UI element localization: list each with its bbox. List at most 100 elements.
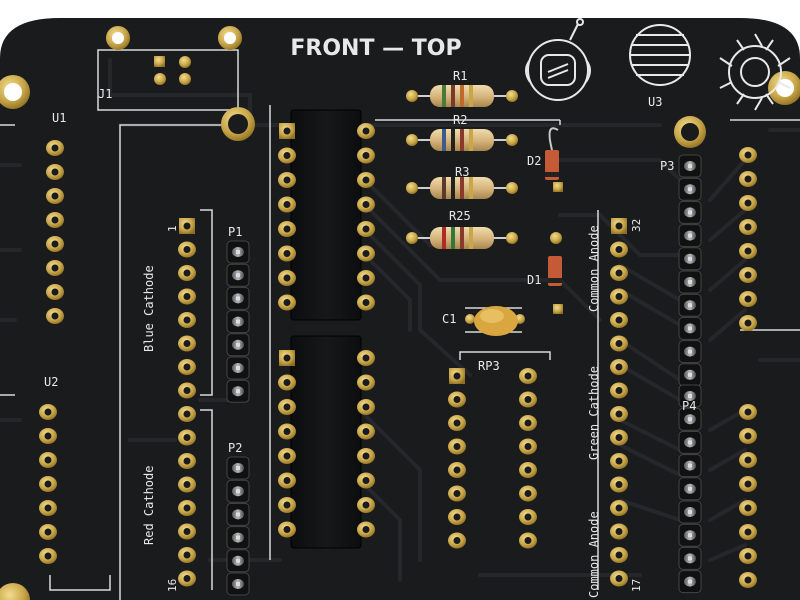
header-pin: [226, 333, 250, 357]
edge-pad: [739, 500, 757, 516]
astronaut-robot-icon: [525, 18, 591, 101]
led-pad: [178, 500, 196, 516]
rp3-pad: [519, 438, 537, 455]
led-pad: [179, 218, 195, 234]
label-u1: U1: [52, 111, 66, 125]
u3-pad: [739, 267, 757, 283]
label-d1: D1: [527, 273, 541, 287]
label-rp3: RP3: [478, 359, 500, 373]
header-pin: [678, 500, 702, 524]
header-pin: [226, 286, 250, 310]
edge-pad: [739, 476, 757, 492]
header-pin: [678, 293, 702, 317]
u2-pad: [39, 500, 57, 516]
led-pad: [611, 218, 627, 234]
ic-pin: [278, 147, 296, 164]
label-u2: U2: [44, 375, 58, 389]
pcb-substrate: [0, 18, 800, 600]
u3-pad: [739, 195, 757, 211]
led-pad: [178, 570, 196, 587]
led-pad: [610, 335, 628, 352]
ic-pin: [279, 123, 295, 139]
header-pin: [678, 154, 702, 178]
label-pin-17: 17: [630, 579, 643, 592]
header-pin: [678, 316, 702, 340]
capacitor-c1: [465, 306, 525, 336]
planet-icon: [629, 24, 691, 86]
through-hole-pads: [39, 140, 757, 588]
pin-headers: [226, 154, 702, 596]
label-u3: U3: [648, 95, 662, 109]
resistor: [406, 177, 518, 199]
mounting-holes: [0, 26, 800, 600]
label-pin-1: 1: [166, 225, 179, 232]
led-pad: [610, 429, 628, 446]
label-c1: C1: [442, 312, 456, 326]
diode-d1: [548, 232, 563, 314]
led-pad: [610, 476, 628, 493]
rp3-pad: [519, 391, 537, 408]
led-pad: [610, 406, 628, 422]
ic-pin: [357, 374, 375, 391]
header-pin: [678, 224, 702, 248]
rp3-pad: [448, 438, 466, 455]
header-pin: [226, 310, 250, 334]
label-p1: P1: [228, 225, 242, 239]
label-p4: P4: [682, 399, 696, 413]
header-pin: [226, 263, 250, 287]
header-pin: [226, 479, 250, 503]
header-pin: [678, 384, 702, 408]
ic-pin: [357, 497, 375, 513]
u1-pad: [46, 140, 64, 156]
u3-pad: [739, 219, 757, 235]
ic-pin: [279, 350, 295, 366]
rp3-pad: [449, 368, 465, 384]
edge-pad: [739, 524, 757, 540]
u1-pad: [46, 260, 64, 276]
header-pin: [226, 549, 250, 573]
rp3-pad: [448, 485, 466, 502]
rp3-pad: [448, 415, 466, 431]
rp3-pad: [519, 462, 537, 478]
diode-d2: [545, 127, 563, 192]
header-pin: [226, 502, 250, 526]
header-pin: [678, 177, 702, 201]
ic-pin: [357, 521, 375, 538]
resistor: [406, 129, 518, 151]
header-pin: [226, 526, 250, 550]
header-pin: [678, 200, 702, 224]
edge-pad: [739, 428, 757, 444]
ic-pin: [278, 270, 296, 286]
header-pin: [678, 340, 702, 364]
header-pin: [226, 456, 250, 480]
label-blue-cathode: Blue Cathode: [142, 265, 156, 352]
label-r2: R2: [453, 113, 467, 127]
ic-pin: [357, 270, 375, 286]
header-pin: [226, 240, 250, 264]
led-pad: [610, 265, 628, 281]
ic-pin: [357, 123, 375, 139]
ic-pin: [357, 399, 375, 415]
led-pad: [610, 523, 628, 540]
led-pad: [610, 500, 628, 516]
led-pad: [178, 335, 196, 352]
led-pad: [610, 241, 628, 258]
resistor: [406, 227, 518, 249]
header-pin: [678, 270, 702, 294]
u3-pad: [739, 315, 757, 331]
u1-pad: [46, 308, 64, 324]
ic-pin: [278, 497, 296, 513]
rp3-pad: [519, 415, 537, 431]
rp3-pad: [448, 532, 466, 549]
j1-connector-pads: [154, 56, 191, 85]
led-pad: [178, 241, 196, 258]
u1-pad: [46, 164, 64, 180]
ic-pins: [278, 123, 375, 538]
label-j1: J1: [98, 87, 112, 101]
led-pad: [610, 382, 628, 399]
u1-pad: [46, 188, 64, 204]
label-green-cathode: Green Cathode: [587, 366, 601, 460]
copper-traces: [0, 58, 800, 582]
header-pin: [678, 570, 702, 594]
